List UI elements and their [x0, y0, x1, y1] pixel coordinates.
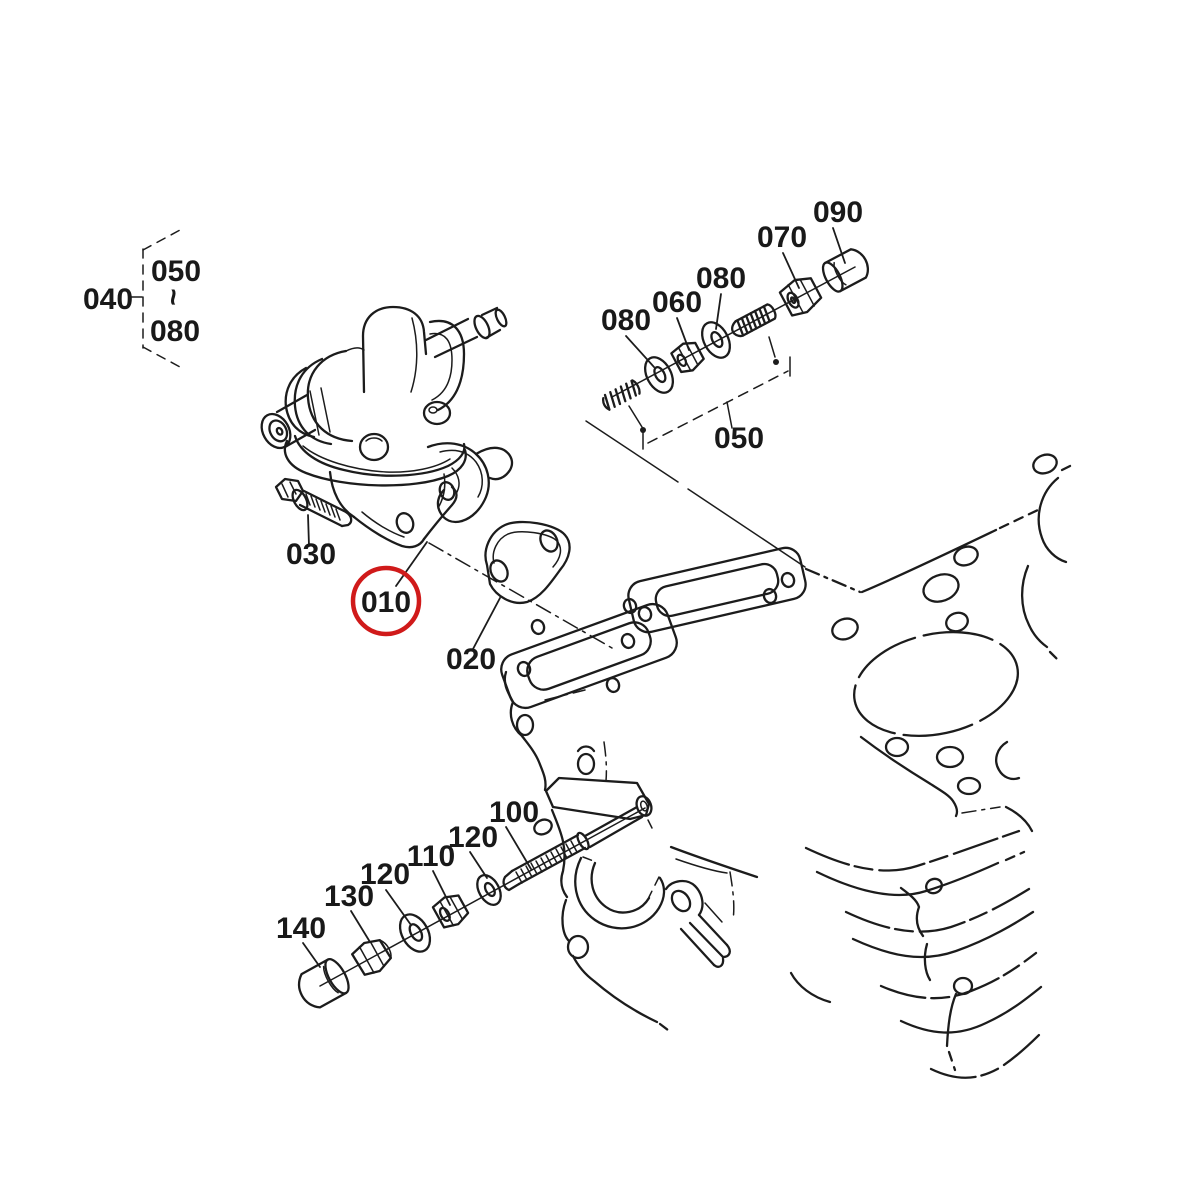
engine-block-drawing [500, 420, 1076, 1079]
fuel-pump-drawing [260, 305, 514, 549]
part-label-120-right: 120 [448, 821, 498, 854]
range-tilde: ~ [157, 288, 190, 306]
part-label-090: 090 [813, 196, 863, 229]
range-start-label: 050 [151, 255, 201, 288]
range-end-label: 080 [150, 315, 200, 348]
leader-030 [307, 514, 310, 547]
alignment-line-pump [428, 542, 613, 649]
part-label-040: 040 [83, 283, 133, 316]
stud-hardware-drawing [297, 805, 646, 1009]
leader-020 [472, 597, 501, 650]
part-label-130: 130 [324, 880, 374, 913]
part-label-110: 110 [407, 840, 455, 873]
part-label-010: 010 [361, 586, 411, 619]
gasket-020-drawing [484, 520, 571, 605]
part-label-030: 030 [286, 538, 336, 571]
leader-lines-top [625, 227, 846, 368]
part-label-100: 100 [489, 796, 539, 829]
part-label-080-middle: 080 [696, 262, 746, 295]
leader-lines-bottom [302, 826, 532, 968]
kit-050-assembly-drawing [601, 248, 870, 450]
highlight-circle-010 [350, 565, 422, 637]
part-label-120-left: 120 [360, 858, 410, 891]
leader-010 [395, 541, 428, 587]
part-label-060: 060 [652, 286, 702, 319]
bolt-030-drawing [274, 477, 353, 528]
part-label-140: 140 [276, 912, 326, 945]
part-label-080-left: 080 [601, 304, 651, 337]
part-label-020: 020 [446, 643, 496, 676]
part-label-070: 070 [757, 221, 807, 254]
kit-label-050: 050 [714, 422, 764, 455]
ref-group-bracket [128, 229, 181, 368]
